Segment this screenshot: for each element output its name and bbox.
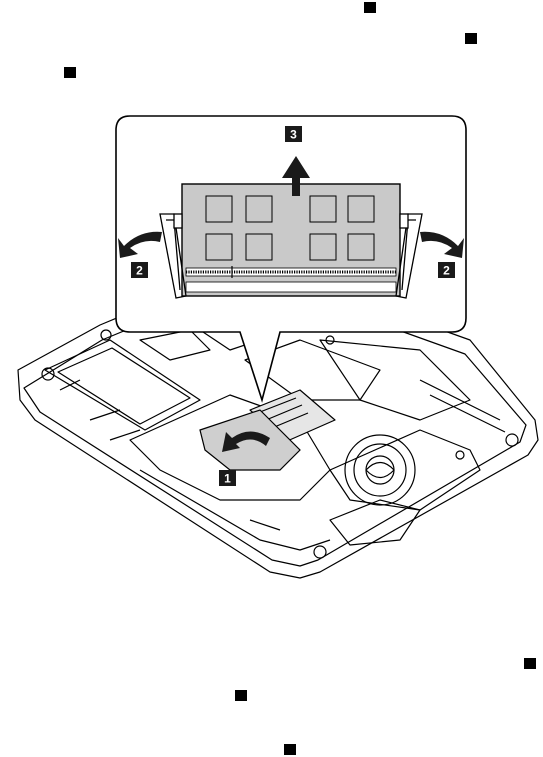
svg-text:1: 1 [224,472,231,486]
svg-text:3: 3 [290,128,297,142]
svg-text:2: 2 [443,264,450,278]
svg-text:2: 2 [136,264,143,278]
memory-module [182,184,400,296]
